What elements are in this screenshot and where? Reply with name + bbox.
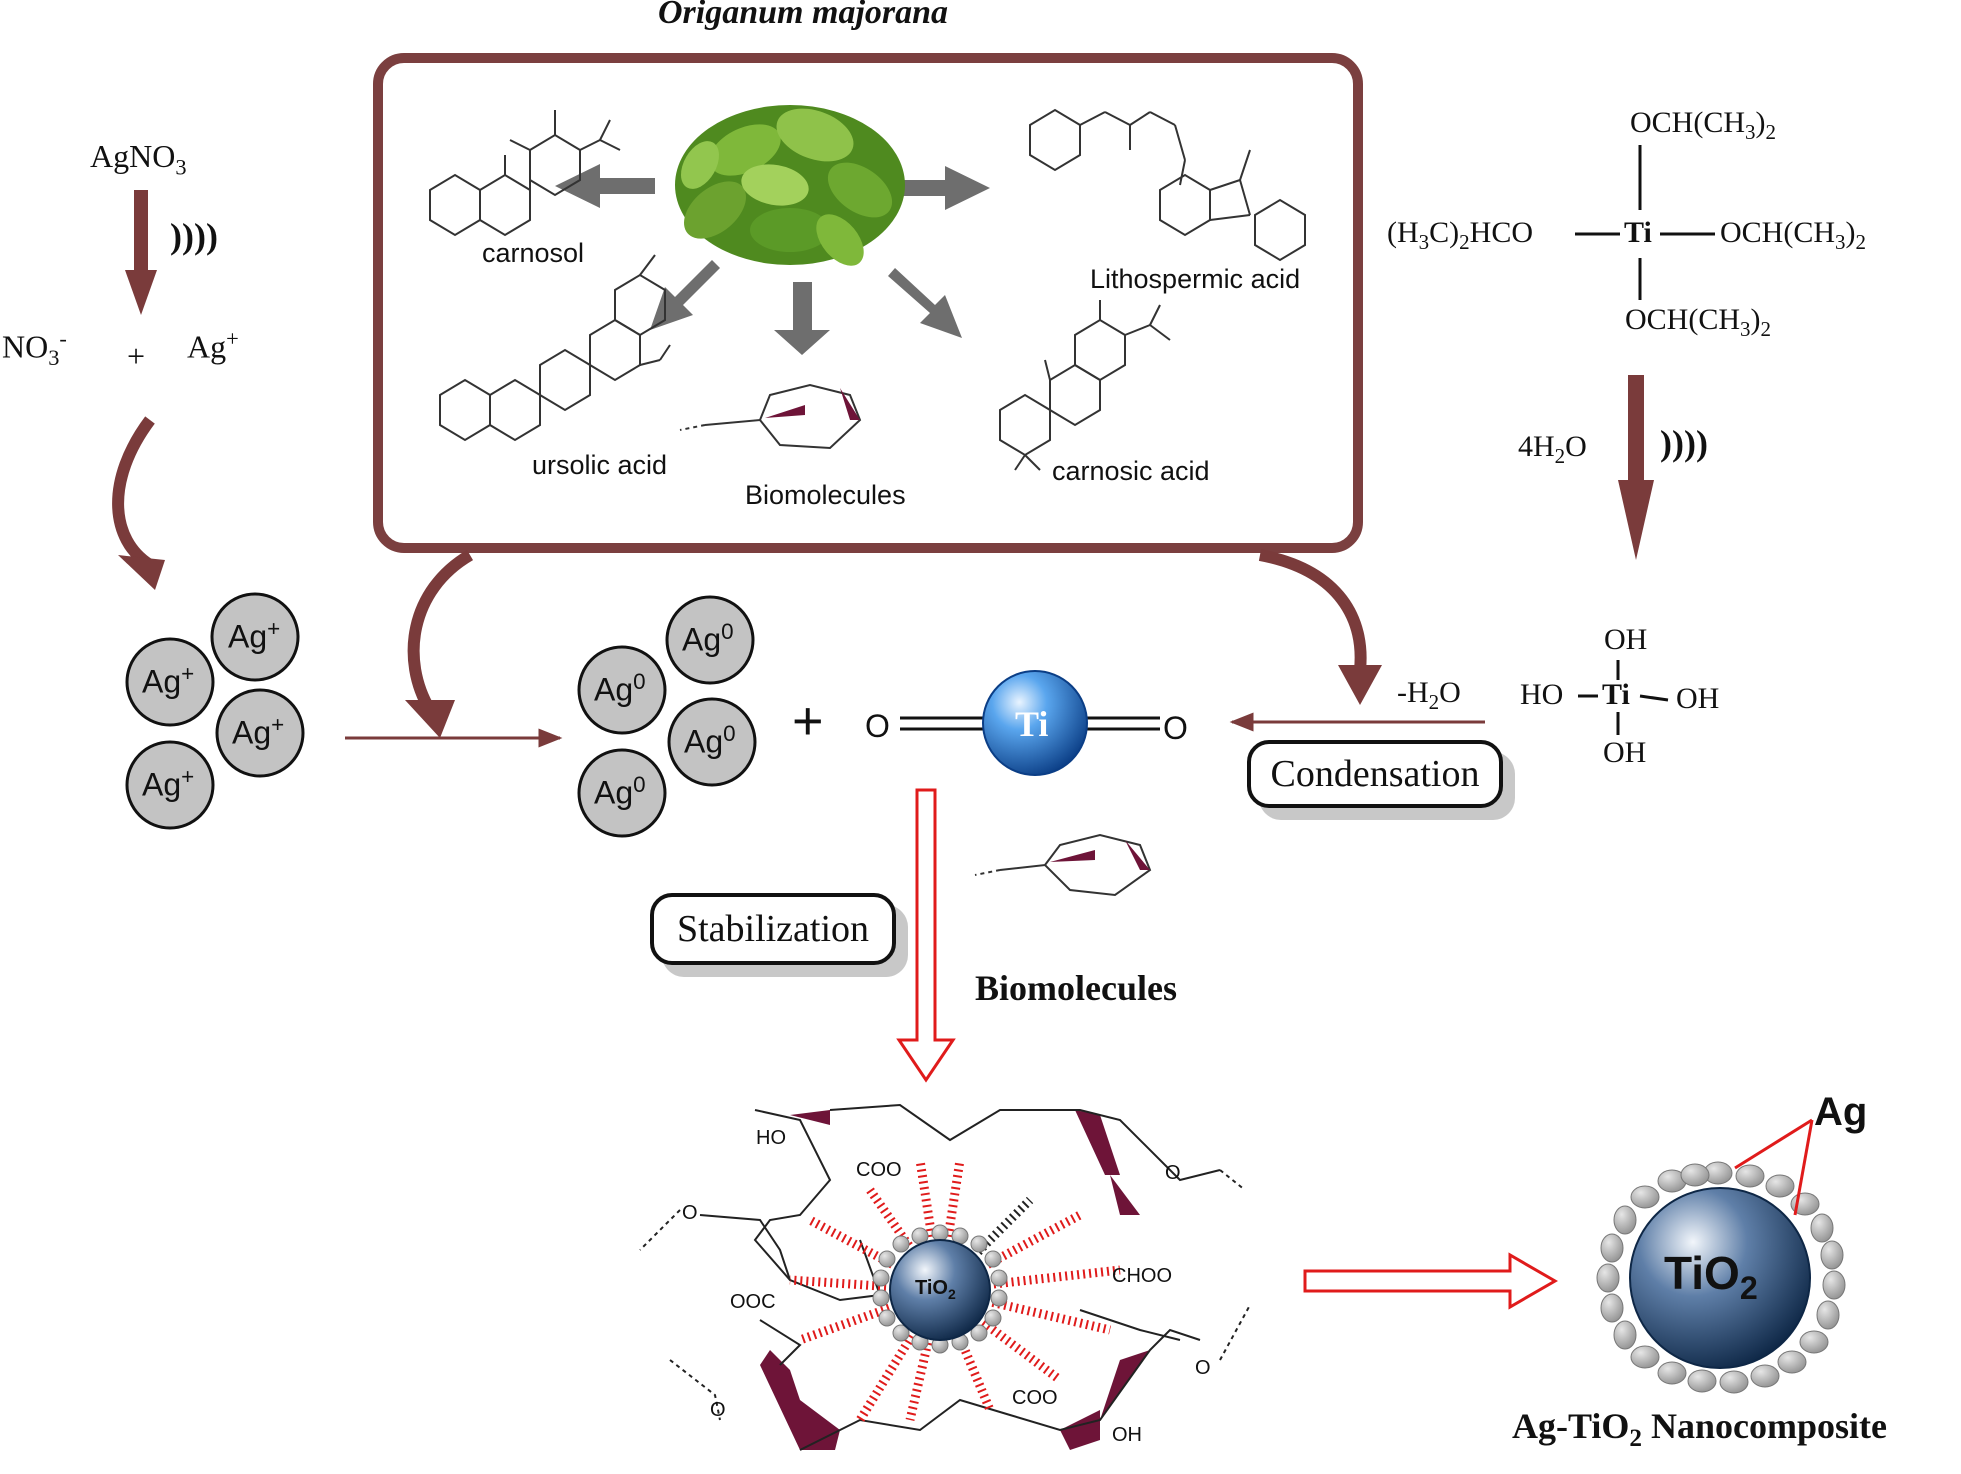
cage-group-label: COO <box>856 1159 902 1181</box>
stabilization-box: Stabilization <box>650 893 896 965</box>
precursor-bottom-group: OCH(CH3)2 <box>1625 303 1772 341</box>
plus-sign-center: + <box>792 691 824 751</box>
carnosic-acid-label: carnosic acid <box>1052 456 1210 486</box>
ag-atom-sphere-label: Ag0 <box>594 669 646 708</box>
cage-group-label: OH <box>1112 1424 1142 1446</box>
oxygen-left-label: O <box>865 708 890 744</box>
curved-arrow-right <box>1258 549 1367 671</box>
cage-group-label: O <box>1195 1357 1211 1379</box>
water-label: 4H2O <box>1518 430 1587 468</box>
product-tio2-core <box>1629 1187 1811 1369</box>
hydroxide-oh-bottom: OH <box>1603 736 1647 769</box>
agno3-label: AgNO3 <box>90 138 187 180</box>
ursolic-acid-label: ursolic acid <box>532 450 668 480</box>
precursor-ti-atom: Ti <box>1624 216 1652 249</box>
ultrasound-right-icon: )))) <box>1660 423 1708 463</box>
ag-atom-sphere-label: Ag0 <box>684 721 736 760</box>
curved-arrow-left-head <box>405 700 455 738</box>
cage-group-label: COO <box>1012 1387 1058 1409</box>
right-arrow-1 <box>1618 375 1654 560</box>
hydroxide-ho-left: HO <box>1520 678 1564 711</box>
center-core-label: TiO2 <box>915 1277 956 1302</box>
tio2-molecule-bonds <box>900 716 1160 731</box>
ag-ion-sphere-label: Ag+ <box>232 712 285 751</box>
hydroxide-ti: Ti <box>1602 678 1630 711</box>
minus-water-label: -H2O <box>1397 676 1461 714</box>
ag-ion-sphere-label: Ag+ <box>142 661 195 700</box>
stabilization-arrow <box>896 788 956 1083</box>
lithospermic-structure <box>1029 108 1306 262</box>
cage-group-label: HO <box>756 1127 786 1149</box>
center-tio2-core <box>889 1239 991 1341</box>
hydroxide-oh-right: OH <box>1676 682 1720 715</box>
carnosol-label: carnosol <box>482 238 585 268</box>
product-arrow <box>1303 1252 1558 1310</box>
left-arrow-1 <box>125 190 157 315</box>
precursor-top-group: OCH(CH3)2 <box>1630 106 1777 144</box>
ag-atom-sphere-label: Ag0 <box>594 772 646 811</box>
cage-group-label: O <box>1165 1162 1181 1184</box>
left-curved-arrow <box>112 416 155 571</box>
ti-atom-label: Ti <box>1015 704 1049 744</box>
curved-arrow-left <box>407 549 474 714</box>
ultrasound-left-icon: )))) <box>170 216 218 256</box>
product-beads <box>1596 1161 1846 1394</box>
biomolecules-box-label: Biomolecules <box>745 480 906 510</box>
center-core-beads <box>872 1224 1008 1354</box>
ag-ion-spheres <box>125 592 305 830</box>
product-core-label: TiO2 <box>1664 1247 1758 1307</box>
ag-pointer-lines <box>1734 1118 1814 1216</box>
biomolecule-structure-small <box>974 833 1152 897</box>
lithospermic-acid-label: Lithospermic acid <box>1090 264 1301 294</box>
ag-ion-sphere-label: Ag+ <box>228 616 281 655</box>
ti-atom-sphere <box>982 670 1088 776</box>
condensation-box: Condensation <box>1247 740 1503 808</box>
biomolecule-structure-box <box>679 383 862 450</box>
left-curved-arrow-head <box>118 555 165 590</box>
polysaccharide-cage <box>639 1103 1251 1451</box>
ag-ion-label: Ag+ <box>187 326 239 365</box>
plant-to-compound-arrows <box>555 164 990 355</box>
curved-arrow-right-head <box>1338 665 1382 705</box>
ursolic-acid-structure <box>439 254 671 442</box>
diagram-title: Origanum majorana <box>658 0 949 31</box>
carnosol-structure <box>429 110 621 237</box>
origanum-plant-image <box>675 105 905 266</box>
product-ag-label: Ag <box>1814 1090 1868 1134</box>
precursor-right-group: OCH(CH3)2 <box>1720 216 1867 254</box>
product-caption: Ag-TiO2 Nanocomposite <box>1512 1406 1887 1453</box>
hydroxide-bonds <box>1578 660 1669 735</box>
cage-group-label: CHOO <box>1112 1265 1172 1287</box>
biomolecules-label: Biomolecules <box>975 968 1177 1008</box>
hydroxide-oh-top: OH <box>1604 623 1648 656</box>
oxygen-right-label: O <box>1163 710 1188 746</box>
ag-atom-sphere-label: Ag0 <box>682 619 734 658</box>
plus-sign-left: + <box>127 338 146 374</box>
precursor-left-group: (H3C)2HCO <box>1387 216 1533 254</box>
ag-ion-sphere-label: Ag+ <box>142 764 195 803</box>
precursor-bonds <box>1575 145 1715 300</box>
cage-group-label: O <box>710 1399 726 1421</box>
ag-atom-spheres <box>577 595 757 838</box>
carnosic-acid-structure <box>999 300 1171 471</box>
no3-ion-label: NO3- <box>2 326 67 371</box>
cage-group-label: OOC <box>730 1291 776 1313</box>
cage-group-label: O <box>682 1202 698 1224</box>
